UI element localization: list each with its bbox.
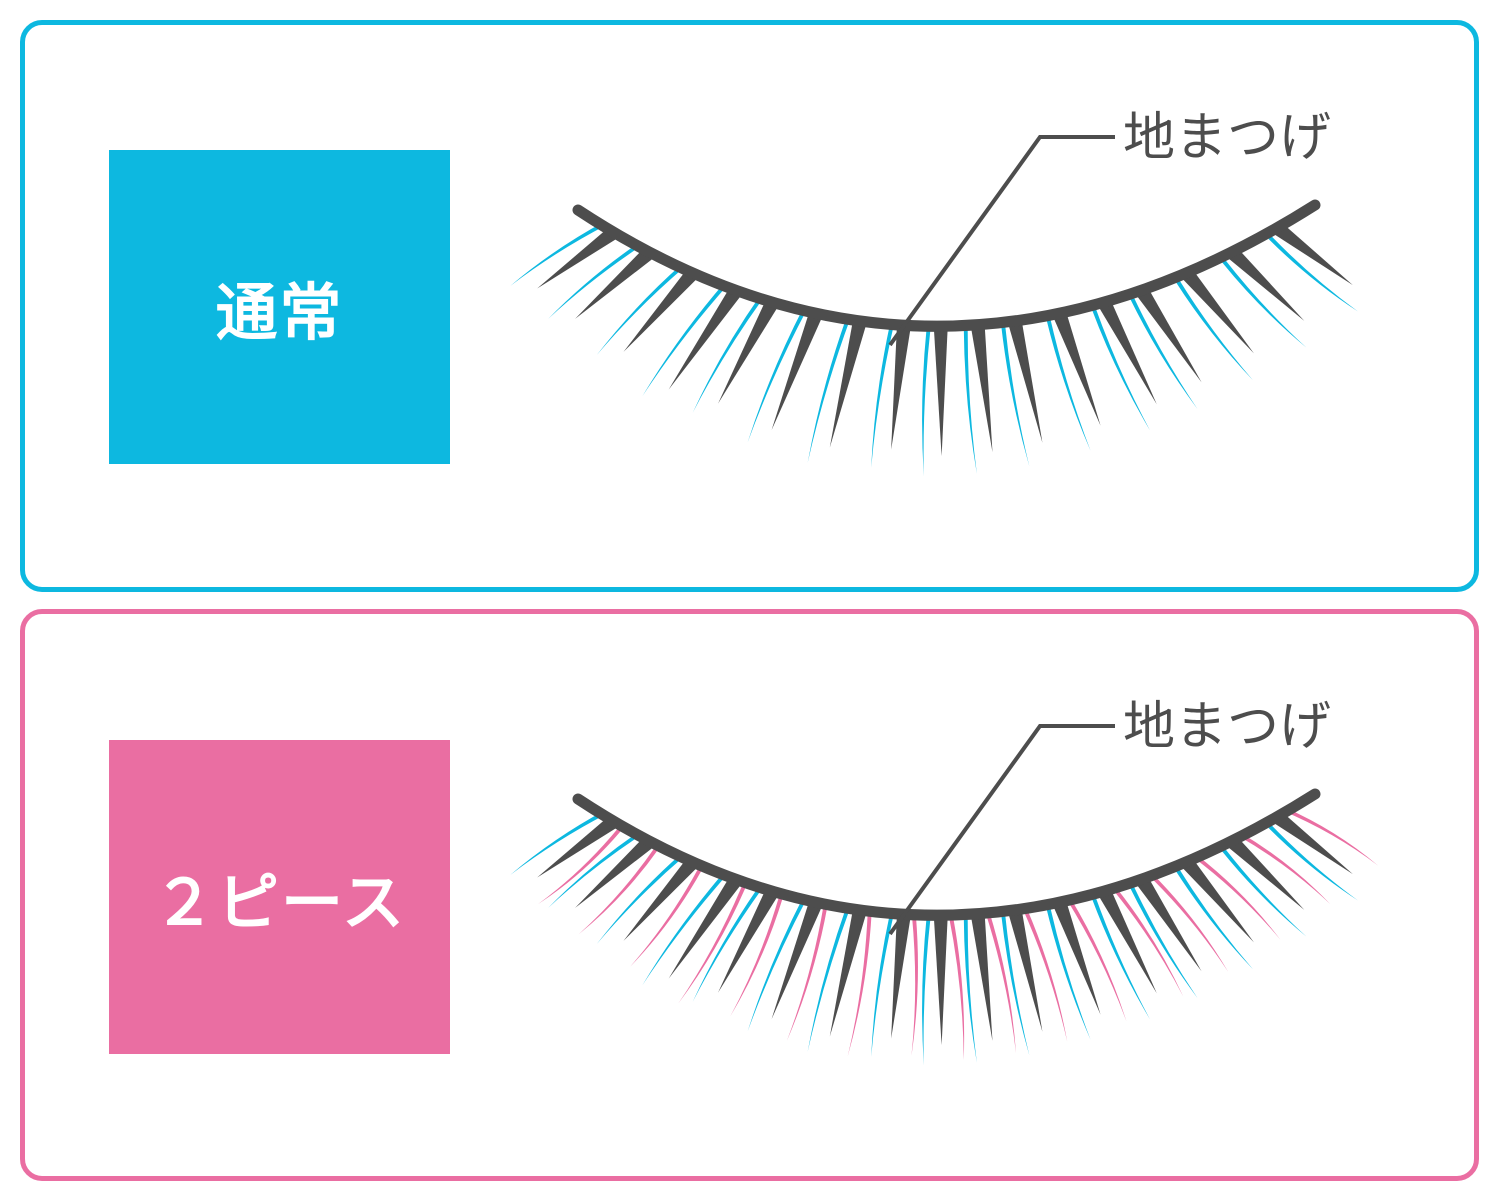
lash-fiber-dark — [1135, 875, 1202, 972]
label-box-two-piece: ２ピース — [109, 740, 450, 1054]
lash-fiber-dark — [1272, 222, 1353, 286]
lash-fiber-dark — [1007, 319, 1043, 443]
lash-fiber-pink — [678, 883, 747, 1004]
lash-fiber-blue — [692, 884, 764, 1002]
lash-fiber-pink — [578, 847, 658, 935]
lash-fiber-dark — [668, 286, 742, 390]
lash-fiber-blue — [922, 915, 931, 1066]
lash-fiber-pink — [1111, 885, 1184, 997]
lash-fiber-dark — [1181, 268, 1254, 354]
lash-fiber-dark — [668, 875, 742, 979]
lash-fiber-blue — [642, 282, 728, 396]
lash-fiber-pink — [1192, 854, 1281, 940]
lash-fiber-blue — [596, 263, 686, 356]
lash-fiber-blue — [963, 914, 977, 1063]
lash-fiber-dark — [891, 324, 911, 450]
annotation-label: 地まつげ — [1123, 697, 1331, 757]
lash-fiber-blue — [548, 830, 643, 908]
lash-fiber-blue — [510, 221, 608, 286]
lash-fiber-pink — [985, 912, 1017, 1054]
lash-fiber-dark — [575, 247, 655, 319]
lash-fiber-dark — [537, 226, 618, 289]
lash-fiber-blue — [1129, 884, 1198, 998]
lash-fiber-pink — [630, 867, 702, 967]
lash-fiber-blue — [1129, 295, 1198, 409]
lash-fiber-dark — [718, 298, 779, 404]
lash-fiber-blue — [510, 810, 608, 875]
panel-two-piece: ２ピース 地まつげ — [20, 609, 1479, 1181]
lash-fiber-pink — [911, 915, 918, 1056]
lash-fiber-dark — [623, 857, 699, 941]
lash-fiber-blue — [1222, 259, 1307, 348]
lash-fiber-dark — [933, 915, 948, 1046]
lash-fiber-dark — [1052, 899, 1101, 1015]
lash-fiber-dark — [1097, 298, 1157, 405]
lash-fiber-dark — [970, 324, 993, 452]
lash-fiber-dark — [1052, 310, 1101, 426]
lash-fiber-blue — [963, 325, 977, 474]
lash-fiber-dark — [623, 268, 699, 352]
lash-fiber-dark — [1181, 857, 1254, 943]
lash-fiber-dark — [891, 913, 911, 1039]
lash-fiber-dark — [829, 319, 867, 448]
lash-fiber-blue — [692, 295, 764, 413]
lash-fiber-dark — [771, 310, 823, 431]
eyelash-diagram-two-piece: 地まつげ — [510, 697, 1379, 1066]
lash-fiber-dark — [537, 815, 618, 878]
eyelash-diagram-normal: 地まつげ — [510, 108, 1358, 477]
annotation-leader-line — [888, 724, 1115, 936]
lash-fiber-blue — [1001, 323, 1030, 467]
annotation-label: 地まつげ — [1123, 108, 1331, 168]
lash-fiber-pink — [538, 827, 621, 905]
lash-fiber-pink — [786, 905, 828, 1042]
lash-fiber-dark — [1226, 835, 1305, 910]
lash-fiber-dark — [1135, 286, 1202, 383]
lash-fiber-pink — [730, 895, 784, 1017]
lash-fiber-blue — [871, 323, 895, 468]
panel-normal: 通常 地まつげ — [20, 20, 1479, 592]
lash-fiber-dark — [1226, 246, 1305, 321]
lash-fiber-blue — [1091, 895, 1150, 1020]
lash-fiber-blue — [1175, 279, 1253, 381]
lash-fiber-dark — [575, 836, 655, 908]
lash-fiber-blue — [1046, 316, 1091, 451]
lash-group — [510, 221, 1358, 477]
lash-fiber-dark — [970, 913, 993, 1041]
lash-fiber-dark — [1097, 887, 1157, 994]
annotation-leader-line — [888, 135, 1115, 347]
lash-fiber-dark — [718, 887, 779, 993]
lash-fiber-blue — [871, 912, 895, 1057]
label-box-normal: 通常 — [109, 150, 450, 464]
lash-fiber-pink — [1148, 872, 1229, 972]
lash-fiber-pink — [948, 915, 965, 1061]
lash-fiber-blue — [548, 241, 643, 319]
lash-fiber-blue — [1222, 848, 1307, 937]
lash-fiber-blue — [1091, 306, 1150, 431]
lash-fiber-dark — [1272, 811, 1353, 875]
lash-fiber-blue — [1001, 912, 1030, 1056]
lash-fiber-blue — [1268, 824, 1358, 901]
lash-fiber-dark — [1007, 908, 1043, 1032]
lash-fiber-dark — [771, 899, 823, 1020]
lash-fiber-dark — [933, 326, 948, 457]
lash-fiber-blue — [922, 326, 931, 477]
lash-band — [572, 199, 1321, 332]
lash-fiber-blue — [642, 871, 728, 985]
lash-fiber-blue — [1175, 868, 1253, 970]
lash-fiber-dark — [829, 908, 867, 1037]
lash-band — [572, 788, 1321, 921]
lash-fiber-blue — [1268, 235, 1358, 312]
lash-fiber-blue — [1046, 905, 1091, 1040]
lash-fiber-pink — [847, 911, 872, 1057]
lash-group — [510, 807, 1379, 1066]
lash-fiber-blue — [596, 852, 686, 945]
